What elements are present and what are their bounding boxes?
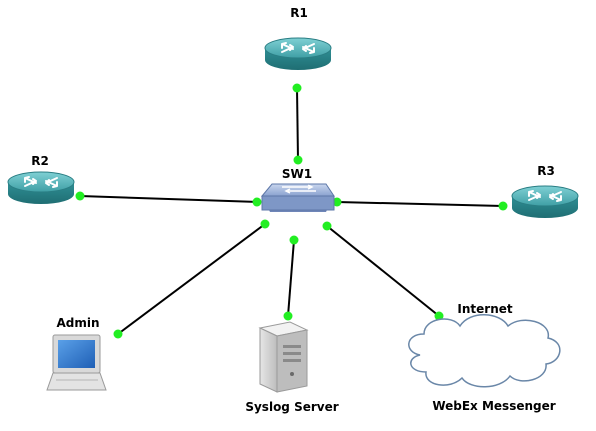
server-syslog-icon[interactable] xyxy=(258,321,309,393)
status-dot xyxy=(75,191,85,201)
link-status-dots xyxy=(75,83,508,339)
links xyxy=(79,87,504,335)
laptop-admin-icon[interactable] xyxy=(46,334,107,391)
status-dot xyxy=(292,83,302,93)
r3-label: R3 xyxy=(537,164,555,178)
link-r2-sw1 xyxy=(79,195,258,203)
router-r1[interactable] xyxy=(264,37,332,70)
status-dot xyxy=(498,201,508,211)
status-dot xyxy=(252,197,262,207)
link-sw1-internet xyxy=(326,225,440,317)
webex-label: WebEx Messenger xyxy=(432,399,555,413)
status-dot xyxy=(293,155,303,165)
router-r2[interactable] xyxy=(7,171,75,204)
router-arrows-icon xyxy=(281,42,315,54)
cloud-internet-icon[interactable] xyxy=(408,314,561,388)
router-arrows-icon xyxy=(528,190,562,202)
r1-label: R1 xyxy=(290,6,308,20)
status-dot xyxy=(260,219,270,229)
link-sw1-r3 xyxy=(336,201,504,207)
internet-label: Internet xyxy=(457,302,512,316)
link-r1-sw1 xyxy=(296,87,299,161)
admin-label: Admin xyxy=(56,316,99,330)
switch-arrows-icon xyxy=(282,184,316,194)
router-r3[interactable] xyxy=(511,185,579,218)
r2-label: R2 xyxy=(31,154,49,168)
status-dot xyxy=(113,329,123,339)
syslog-label: Syslog Server xyxy=(245,400,338,414)
status-dot xyxy=(289,235,299,245)
status-dot xyxy=(434,311,444,321)
link-sw1-syslog xyxy=(287,239,295,317)
status-dot xyxy=(283,311,293,321)
router-arrows-icon xyxy=(24,176,58,188)
sw1-label: SW1 xyxy=(282,167,312,181)
status-dot xyxy=(322,221,332,231)
link-sw1-admin xyxy=(117,223,266,335)
switch-sw1[interactable] xyxy=(260,183,335,212)
status-dot xyxy=(332,197,342,207)
